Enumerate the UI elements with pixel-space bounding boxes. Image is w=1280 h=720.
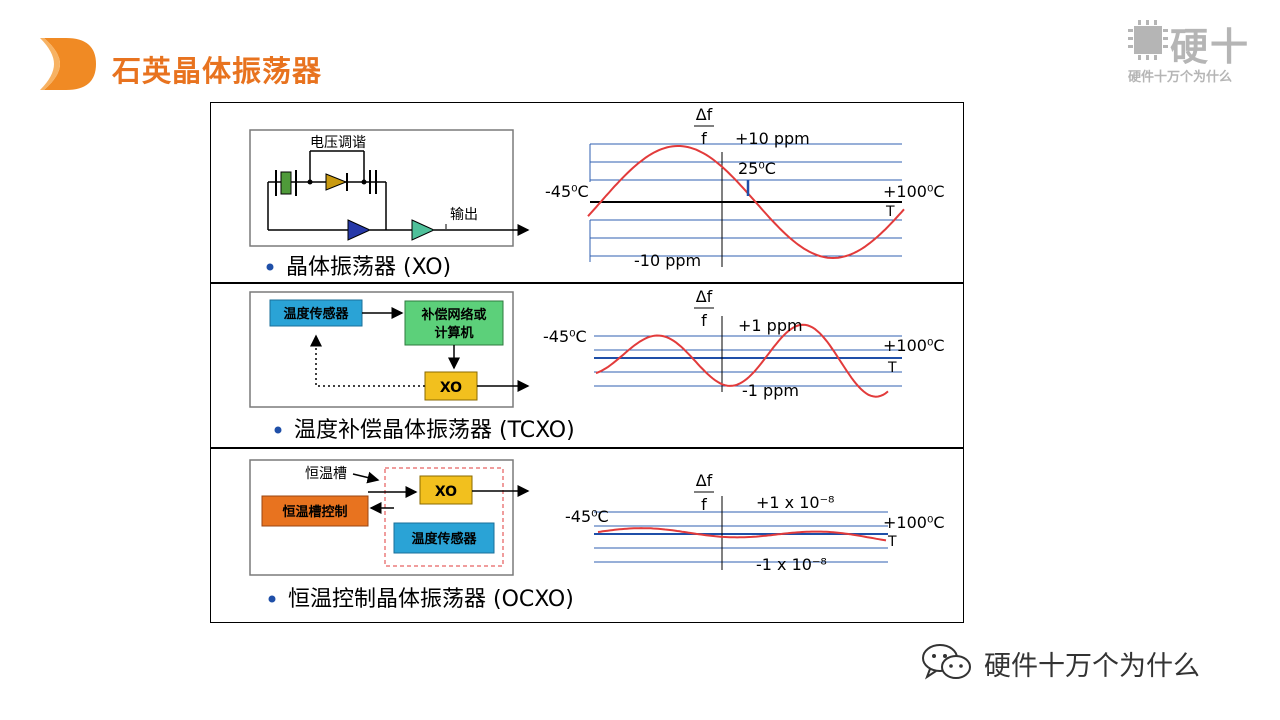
buffer-amplifier-icon <box>411 219 436 241</box>
lower-limit-label: -10 ppm <box>634 251 701 270</box>
temp-sensor-label: 温度传感器 <box>411 531 477 547</box>
t-axis-label: T <box>887 534 897 550</box>
frequency-deviation-curve <box>587 145 905 260</box>
xo-graph: Δf f +10 ppm -10 ppm -45⁰C +100⁰C T 25⁰C <box>545 105 945 270</box>
delta-f-label: Δf <box>696 471 713 490</box>
compensation-label-1: 补偿网络或 <box>420 307 486 323</box>
xo-label: XO <box>440 380 462 396</box>
left-temperature-label: -45⁰C <box>543 327 587 346</box>
compensation-label-2: 计算机 <box>434 325 473 341</box>
upper-limit-label: +10 ppm <box>735 129 810 148</box>
ocxo-graph: Δf f +1 x 10⁻⁸ -1 x 10⁻⁸ -45⁰C +100⁰C T <box>565 471 945 574</box>
f-label: f <box>701 129 707 148</box>
oven-boundary <box>384 467 504 567</box>
bullet-icon <box>266 263 274 271</box>
logo-sub-text: 硬件十万个为什么 <box>1128 70 1233 85</box>
figure-canvas: 电压调谐 输出 晶体振荡器 (XO) Δf f +10 ppm -10 ppm -45⁰… <box>210 102 964 623</box>
wechat-icon <box>922 644 971 680</box>
tuning-label: 电压调谐 <box>310 135 366 151</box>
tcxo-graph: Δf f +1 ppm -1 ppm -45⁰C +100⁰C T <box>543 287 945 400</box>
panel-xo: 电压调谐 输出 晶体振荡器 (XO) Δf f +10 ppm -10 ppm -45⁰… <box>249 105 945 280</box>
page-title: 石英晶体振荡器 <box>112 54 323 88</box>
oscillator-figure: 电压调谐 输出 晶体振荡器 (XO) Δf f +10 ppm -10 ppm -45⁰… <box>210 102 964 623</box>
bullet-icon <box>274 426 282 434</box>
frequency-deviation-curve <box>595 323 889 398</box>
delta-f-label: Δf <box>696 287 713 306</box>
chip-icon <box>1128 20 1168 60</box>
bullet-icon <box>268 595 276 603</box>
left-temperature-label: -45⁰C <box>545 182 589 201</box>
oven-label: 恒温槽 <box>305 466 347 482</box>
circuit-box <box>249 129 514 247</box>
delta-f-label: Δf <box>696 105 713 124</box>
caption-tcxo: 温度补偿晶体振荡器 (TCXO) <box>294 418 575 443</box>
xo-box <box>419 475 473 505</box>
oven-control-box <box>261 495 369 527</box>
f-label: f <box>701 311 707 330</box>
reference-temperature-label: 25⁰C <box>738 159 776 178</box>
f-label: f <box>701 495 707 514</box>
watermark: 硬件十万个为什么 <box>920 642 1250 686</box>
right-temperature-label: +100⁰C <box>883 513 945 532</box>
lower-limit-label: -1 ppm <box>742 381 799 400</box>
oven-control-label: 恒温槽控制 <box>282 504 347 520</box>
panel-ocxo: 恒温槽 XO 恒温槽控制 温度传感器 恒温控制晶体振荡器 (OCXO) Δf f +… <box>249 459 945 612</box>
lower-limit-label: -1 x 10⁻⁸ <box>756 555 827 574</box>
upper-limit-label: +1 x 10⁻⁸ <box>756 493 834 512</box>
title-logo-icon <box>40 38 96 90</box>
caption-xo: 晶体振荡器 (XO) <box>286 255 451 280</box>
t-axis-label: T <box>885 204 895 220</box>
crystal-icon <box>280 171 292 195</box>
left-temperature-label: -45⁰C <box>565 507 609 526</box>
right-temperature-label: +100⁰C <box>883 182 945 201</box>
panel-tcxo: 温度传感器 补偿网络或 计算机 XO 温度补偿晶体振荡器 (TCXO) Δf f +… <box>249 287 945 443</box>
temp-sensor-box <box>393 522 495 554</box>
t-axis-label: T <box>887 360 897 376</box>
varactor-diode-icon <box>325 173 348 191</box>
brand-logo: 硬十 硬件十万个为什么 <box>1126 16 1262 86</box>
temp-sensor-label: 温度传感器 <box>283 306 349 322</box>
xo-box <box>424 371 478 401</box>
upper-limit-label: +1 ppm <box>738 316 803 335</box>
feedback-arrow <box>310 334 425 387</box>
right-temperature-label: +100⁰C <box>883 336 945 355</box>
temp-sensor-box <box>269 299 363 327</box>
amplifier-icon <box>347 219 372 241</box>
logo-main-text: 硬十 <box>1170 25 1251 69</box>
watermark-text: 硬件十万个为什么 <box>984 651 1200 682</box>
caption-ocxo: 恒温控制晶体振荡器 (OCXO) <box>288 587 574 612</box>
output-label: 输出 <box>450 207 478 223</box>
frequency-deviation-curve <box>597 527 887 542</box>
xo-label: XO <box>435 484 457 500</box>
